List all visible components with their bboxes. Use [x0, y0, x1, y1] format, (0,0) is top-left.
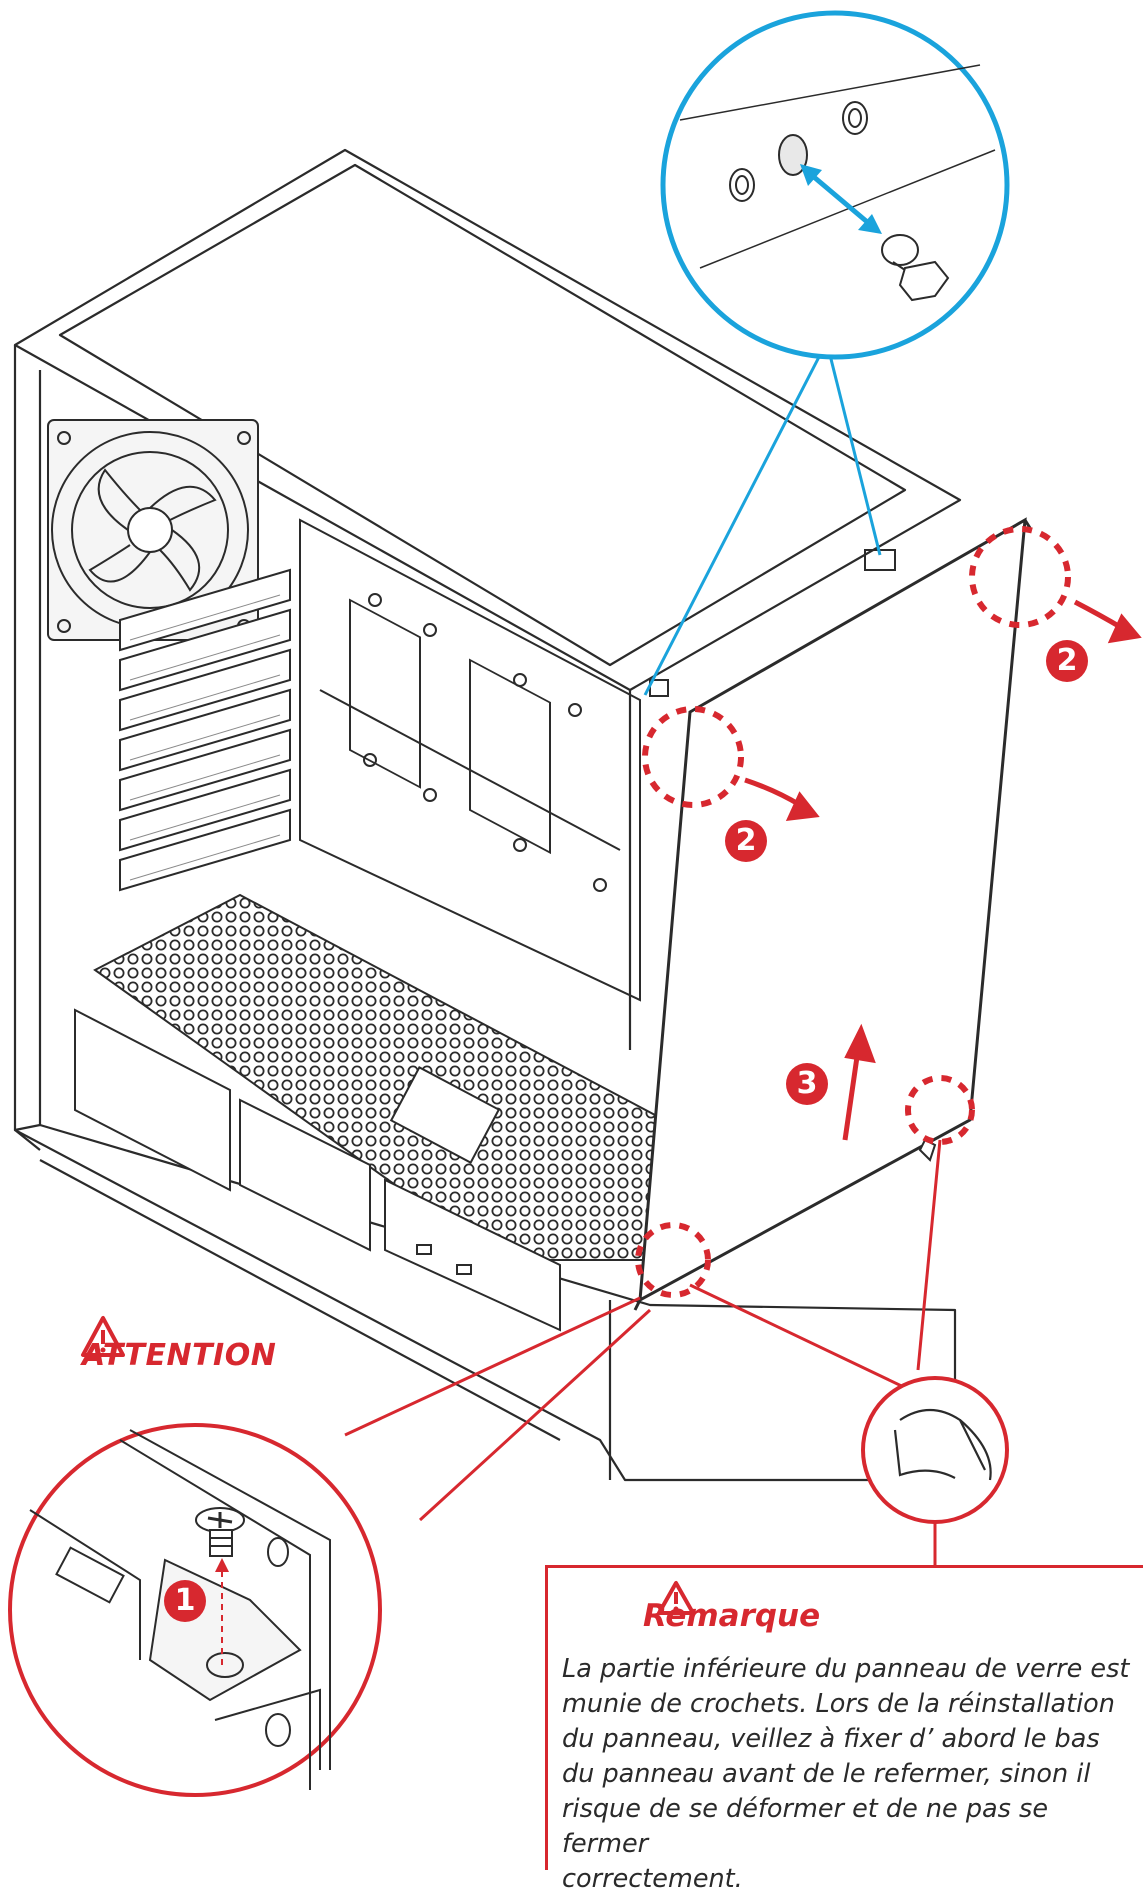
screw-icon: [195, 1507, 245, 1557]
note-text: La partie inférieure du panneau de verre…: [562, 1654, 1130, 1894]
step-badge-2-left: 2: [725, 820, 767, 862]
clip-location-markers: [635, 526, 1071, 1298]
case-fan: [47, 419, 259, 641]
step-badge-2-right: 2: [1046, 640, 1088, 682]
note-box: Remarque La partie inférieure du panneau…: [545, 1565, 1143, 1894]
glass-side-panel: [633, 517, 1032, 1311]
case-top-inset: [58, 163, 907, 667]
hook-zoom-callout: [689, 1139, 1009, 1566]
step-badge-1: 1: [164, 1580, 206, 1622]
psu-shroud-front: [74, 1008, 561, 1332]
warning-triangle-icon: [657, 1581, 695, 1615]
step-badge-3: 3: [786, 1063, 828, 1105]
note-title: Remarque: [643, 1598, 821, 1634]
ball-stud-zoom-callout: [643, 10, 1010, 696]
pull-arrows: [744, 599, 1142, 1141]
pc-case: [13, 148, 962, 1482]
case-front-edge: [13, 345, 41, 1151]
attention-heading: ATTENTION: [82, 1338, 277, 1373]
motherboard-tray: [299, 518, 641, 1002]
double-arrow-icon: [806, 170, 874, 228]
case-top-panel: [13, 148, 962, 692]
warning-triangle-icon: [81, 1316, 125, 1357]
